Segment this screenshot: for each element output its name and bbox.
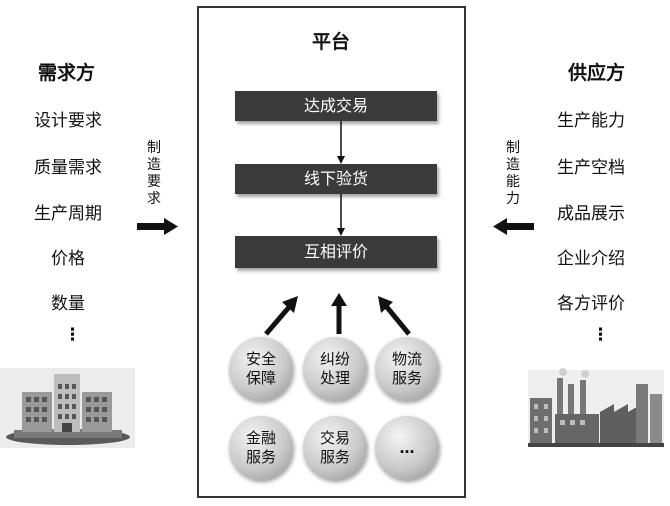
service-label: 处理 [319, 369, 350, 387]
demand-item: 数量 [51, 294, 85, 314]
step-bar: 线下验货 [235, 164, 437, 194]
service-circle: … [375, 416, 439, 480]
service-circle: 纠纷 处理 [303, 337, 367, 401]
supply-to-platform-arrow [493, 218, 534, 235]
demand-item: 设计要求 [34, 111, 102, 131]
supply-item: 各方评价 [557, 294, 625, 314]
service-label: 服务 [319, 448, 350, 466]
service-up-arrow-left [264, 296, 298, 336]
supply-item: ⋮ [592, 325, 609, 345]
platform-title: 平台 [312, 31, 351, 53]
demand-item: ⋮ [64, 325, 81, 345]
demand-title: 需求方 [38, 62, 96, 84]
supply-item: 生产空档 [557, 158, 625, 178]
demand-arrow-label: 制造要求 [145, 140, 163, 208]
service-label: 保障 [245, 369, 276, 387]
supply-arrow-label-text: 制造能力 [506, 140, 520, 207]
step-bar: 达成交易 [235, 91, 437, 121]
service-label: 服务 [391, 369, 422, 387]
step-bar: 互相评价 [235, 236, 437, 268]
supply-item: 企业介绍 [557, 249, 625, 269]
service-up-arrow-right [378, 296, 411, 336]
factory-icon [528, 368, 664, 447]
demand-to-platform-arrow [137, 218, 178, 235]
demand-item: 生产周期 [34, 204, 102, 224]
supply-item: 成品展示 [557, 204, 625, 224]
service-up-arrow-center [331, 293, 347, 334]
service-circle: 安全 保障 [229, 337, 293, 401]
service-label: 物流 [391, 350, 422, 368]
demand-arrow-label-text: 制造要求 [147, 140, 161, 207]
service-circle: 物流 服务 [375, 337, 439, 401]
service-label: 服务 [245, 448, 276, 466]
demand-item: 价格 [51, 249, 85, 269]
service-label: 金融 [245, 429, 276, 447]
service-label: 交易 [319, 429, 350, 447]
service-label: … [399, 438, 415, 457]
supply-item: 生产能力 [557, 111, 625, 131]
service-label: 安全 [245, 350, 276, 368]
demand-item: 质量需求 [34, 158, 102, 178]
service-label: 纠纷 [319, 350, 350, 368]
office-building-icon [0, 368, 135, 448]
service-circle: 交易 服务 [303, 416, 367, 480]
supply-arrow-label: 制造能力 [504, 140, 522, 208]
service-circle: 金融 服务 [229, 416, 293, 480]
supply-title: 供应方 [568, 62, 626, 84]
